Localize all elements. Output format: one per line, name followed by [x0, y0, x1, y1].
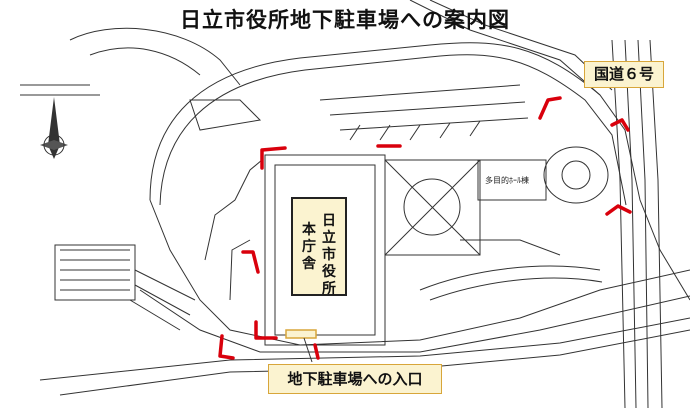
compass-rose-icon: [40, 97, 68, 159]
route-arrow-2: [610, 118, 630, 132]
route-arrow-9: [313, 343, 320, 360]
city-hall-label-tail: 所: [322, 281, 336, 297]
city-hall-label-line2: 本庁舎: [302, 222, 316, 272]
entrance-marker: [285, 329, 317, 339]
entrance-label: 地下駐車場への入口: [268, 364, 442, 394]
city-hall-building: 日立市役所 本庁舎: [291, 197, 347, 297]
route-arrow-1: [538, 96, 562, 120]
route-arrow-6: [241, 250, 260, 274]
route-arrow-5: [260, 146, 287, 170]
route-arrow-7: [254, 320, 278, 340]
multipurpose-hall-label: 多目的ﾎｰﾙ棟: [485, 176, 529, 185]
city-hall-label-line1: 日立市役所: [322, 213, 336, 297]
route-arrow-8: [218, 334, 235, 360]
route-arrow-3: [605, 204, 632, 216]
route-6-label: 国道６号: [584, 61, 664, 88]
map-title: 日立市役所地下駐車場への案内図: [180, 8, 510, 32]
